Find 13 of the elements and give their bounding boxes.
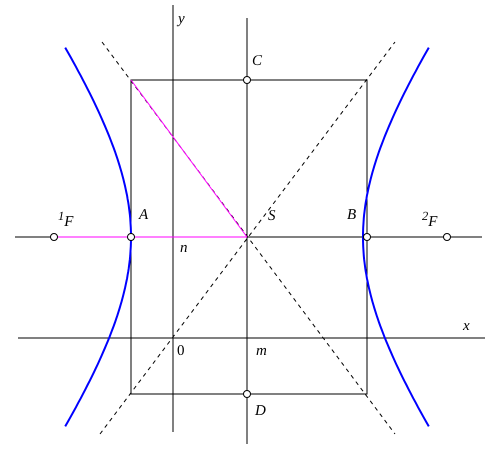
point-label: S [268, 208, 276, 224]
axis-label: y [178, 11, 185, 27]
axis-label: x [463, 318, 470, 334]
point-label: D [255, 403, 266, 419]
origin-label: 0 [177, 343, 184, 359]
point-label: C [252, 53, 262, 69]
point-label: n [180, 240, 188, 256]
point-label: $^{1}$F [58, 208, 74, 230]
point-label: A [139, 207, 148, 223]
point-label: $^{2}$F [422, 208, 438, 230]
line-segment [58, 236, 248, 238]
point-label: B [347, 207, 356, 223]
point-label: m [256, 343, 267, 359]
